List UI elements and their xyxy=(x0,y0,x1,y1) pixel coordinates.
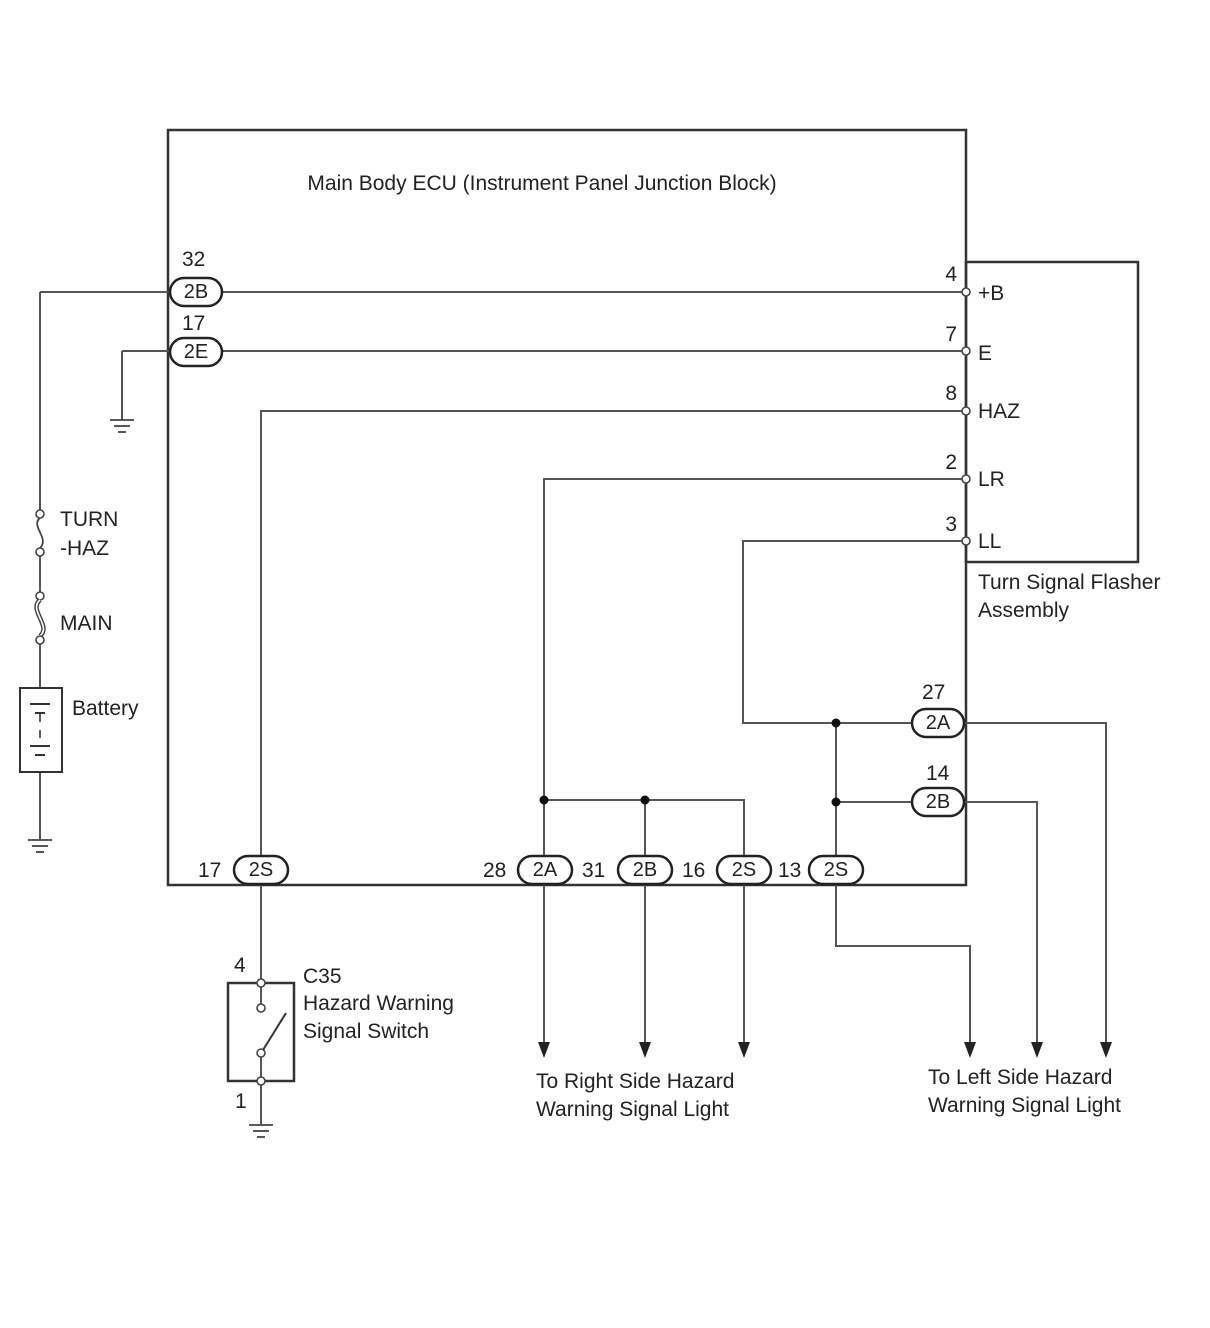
fuse-turn-haz-label-line2: -HAZ xyxy=(60,537,109,560)
connector-pin-13: 13 xyxy=(778,859,801,882)
arrow-left-2 xyxy=(1031,1042,1043,1058)
connector-2b-31 xyxy=(616,854,674,886)
wire-haz xyxy=(260,410,962,856)
flasher-terminal-e: E xyxy=(978,342,992,365)
connector-pin-32: 32 xyxy=(182,248,205,271)
flasher-terminal xyxy=(961,287,971,297)
connector-code-2e: 2E xyxy=(184,341,208,363)
fusible-link-main-icon xyxy=(34,591,46,645)
connector-code-2s-13: 2S xyxy=(824,859,848,881)
switch-name-line2: Signal Switch xyxy=(303,1020,429,1043)
output-right-line2: Warning Signal Light xyxy=(536,1098,729,1121)
connector-2s-13 xyxy=(807,854,865,886)
battery-label: Battery xyxy=(72,697,139,720)
connector-2a-right xyxy=(910,707,966,739)
flasher-terminal-ll: LL xyxy=(978,530,1001,553)
ground-icon xyxy=(110,419,134,433)
connector-pin-16: 16 xyxy=(682,859,705,882)
arrow-right-1 xyxy=(538,1042,550,1058)
wire-out-14 xyxy=(964,801,1038,1044)
flasher-pin-8: 8 xyxy=(945,382,957,405)
output-left-line2: Warning Signal Light xyxy=(928,1094,1121,1117)
output-right-line1: To Right Side Hazard xyxy=(536,1070,734,1093)
flasher-terminal xyxy=(961,406,971,416)
wire-out-13 xyxy=(835,884,971,1044)
switch-pin-bottom: 1 xyxy=(235,1090,247,1113)
flasher-title-line1: Turn Signal Flasher xyxy=(978,571,1160,594)
connector-2s-17 xyxy=(232,854,290,886)
wire-out-27 xyxy=(964,722,1107,1044)
junction-dot xyxy=(831,718,841,728)
connector-pin-31: 31 xyxy=(582,859,605,882)
connector-code-2a-right: 2A xyxy=(926,712,951,734)
flasher-terminal-lr: LR xyxy=(978,468,1005,491)
ecu-title: Main Body ECU (Instrument Panel Junction… xyxy=(307,172,776,195)
flasher-terminal-plus-b: +B xyxy=(978,282,1004,305)
junction-dot xyxy=(539,795,549,805)
ground-icon xyxy=(28,839,52,853)
switch-name-line1: Hazard Warning xyxy=(303,992,454,1015)
battery-icon xyxy=(19,687,63,773)
arrow-left-3 xyxy=(1100,1042,1112,1058)
connector-2b-left xyxy=(168,276,224,308)
connector-pin-28: 28 xyxy=(483,859,506,882)
connector-2b-right xyxy=(910,786,966,818)
arrow-right-2 xyxy=(639,1042,651,1058)
fuse-turn-haz-label-line1: TURN xyxy=(60,508,118,531)
flasher-pin-7: 7 xyxy=(945,323,957,346)
wire-lr-branch xyxy=(544,799,745,856)
connector-code-2b-left: 2B xyxy=(184,281,208,303)
flasher-pin-4: 4 xyxy=(945,263,957,286)
connector-pin-17-left: 17 xyxy=(182,312,205,335)
connector-pin-27: 27 xyxy=(922,681,945,704)
flasher-pin-3: 3 xyxy=(945,513,957,536)
wire-ll xyxy=(742,540,962,724)
ecu-box xyxy=(166,128,968,887)
flasher-terminal xyxy=(961,346,971,356)
connector-2e xyxy=(168,336,224,368)
arrow-left-1 xyxy=(964,1042,976,1058)
output-left-line1: To Left Side Hazard xyxy=(928,1066,1112,1089)
connector-2a-28 xyxy=(516,854,574,886)
junction-dot xyxy=(831,797,841,807)
arrow-right-3 xyxy=(738,1042,750,1058)
connector-pin-14: 14 xyxy=(926,762,950,785)
flasher-pin-2: 2 xyxy=(945,451,957,474)
flasher-terminal-haz: HAZ xyxy=(978,400,1020,423)
fuse-turn-haz-icon xyxy=(35,509,45,557)
junction-dot xyxy=(640,795,650,805)
connector-code-2s-17: 2S xyxy=(249,859,273,881)
connector-code-2b-right: 2B xyxy=(926,791,950,813)
connector-pin-17-bottom: 17 xyxy=(198,859,221,882)
switch-pin-top: 4 xyxy=(234,954,246,977)
flasher-terminal xyxy=(961,474,971,484)
wire-lr xyxy=(543,478,962,856)
connector-code-2s-16: 2S xyxy=(732,859,756,881)
switch-code: C35 xyxy=(303,965,342,988)
switch-icon xyxy=(226,978,296,1086)
connector-2s-16 xyxy=(715,854,773,886)
flasher-terminal xyxy=(961,536,971,546)
connector-code-2a-28: 2A xyxy=(533,859,558,881)
flasher-title-line2: Assembly xyxy=(978,599,1070,622)
connector-code-2b-31: 2B xyxy=(633,859,657,881)
ground-icon xyxy=(249,1124,273,1138)
fusible-link-main-label: MAIN xyxy=(60,612,113,635)
